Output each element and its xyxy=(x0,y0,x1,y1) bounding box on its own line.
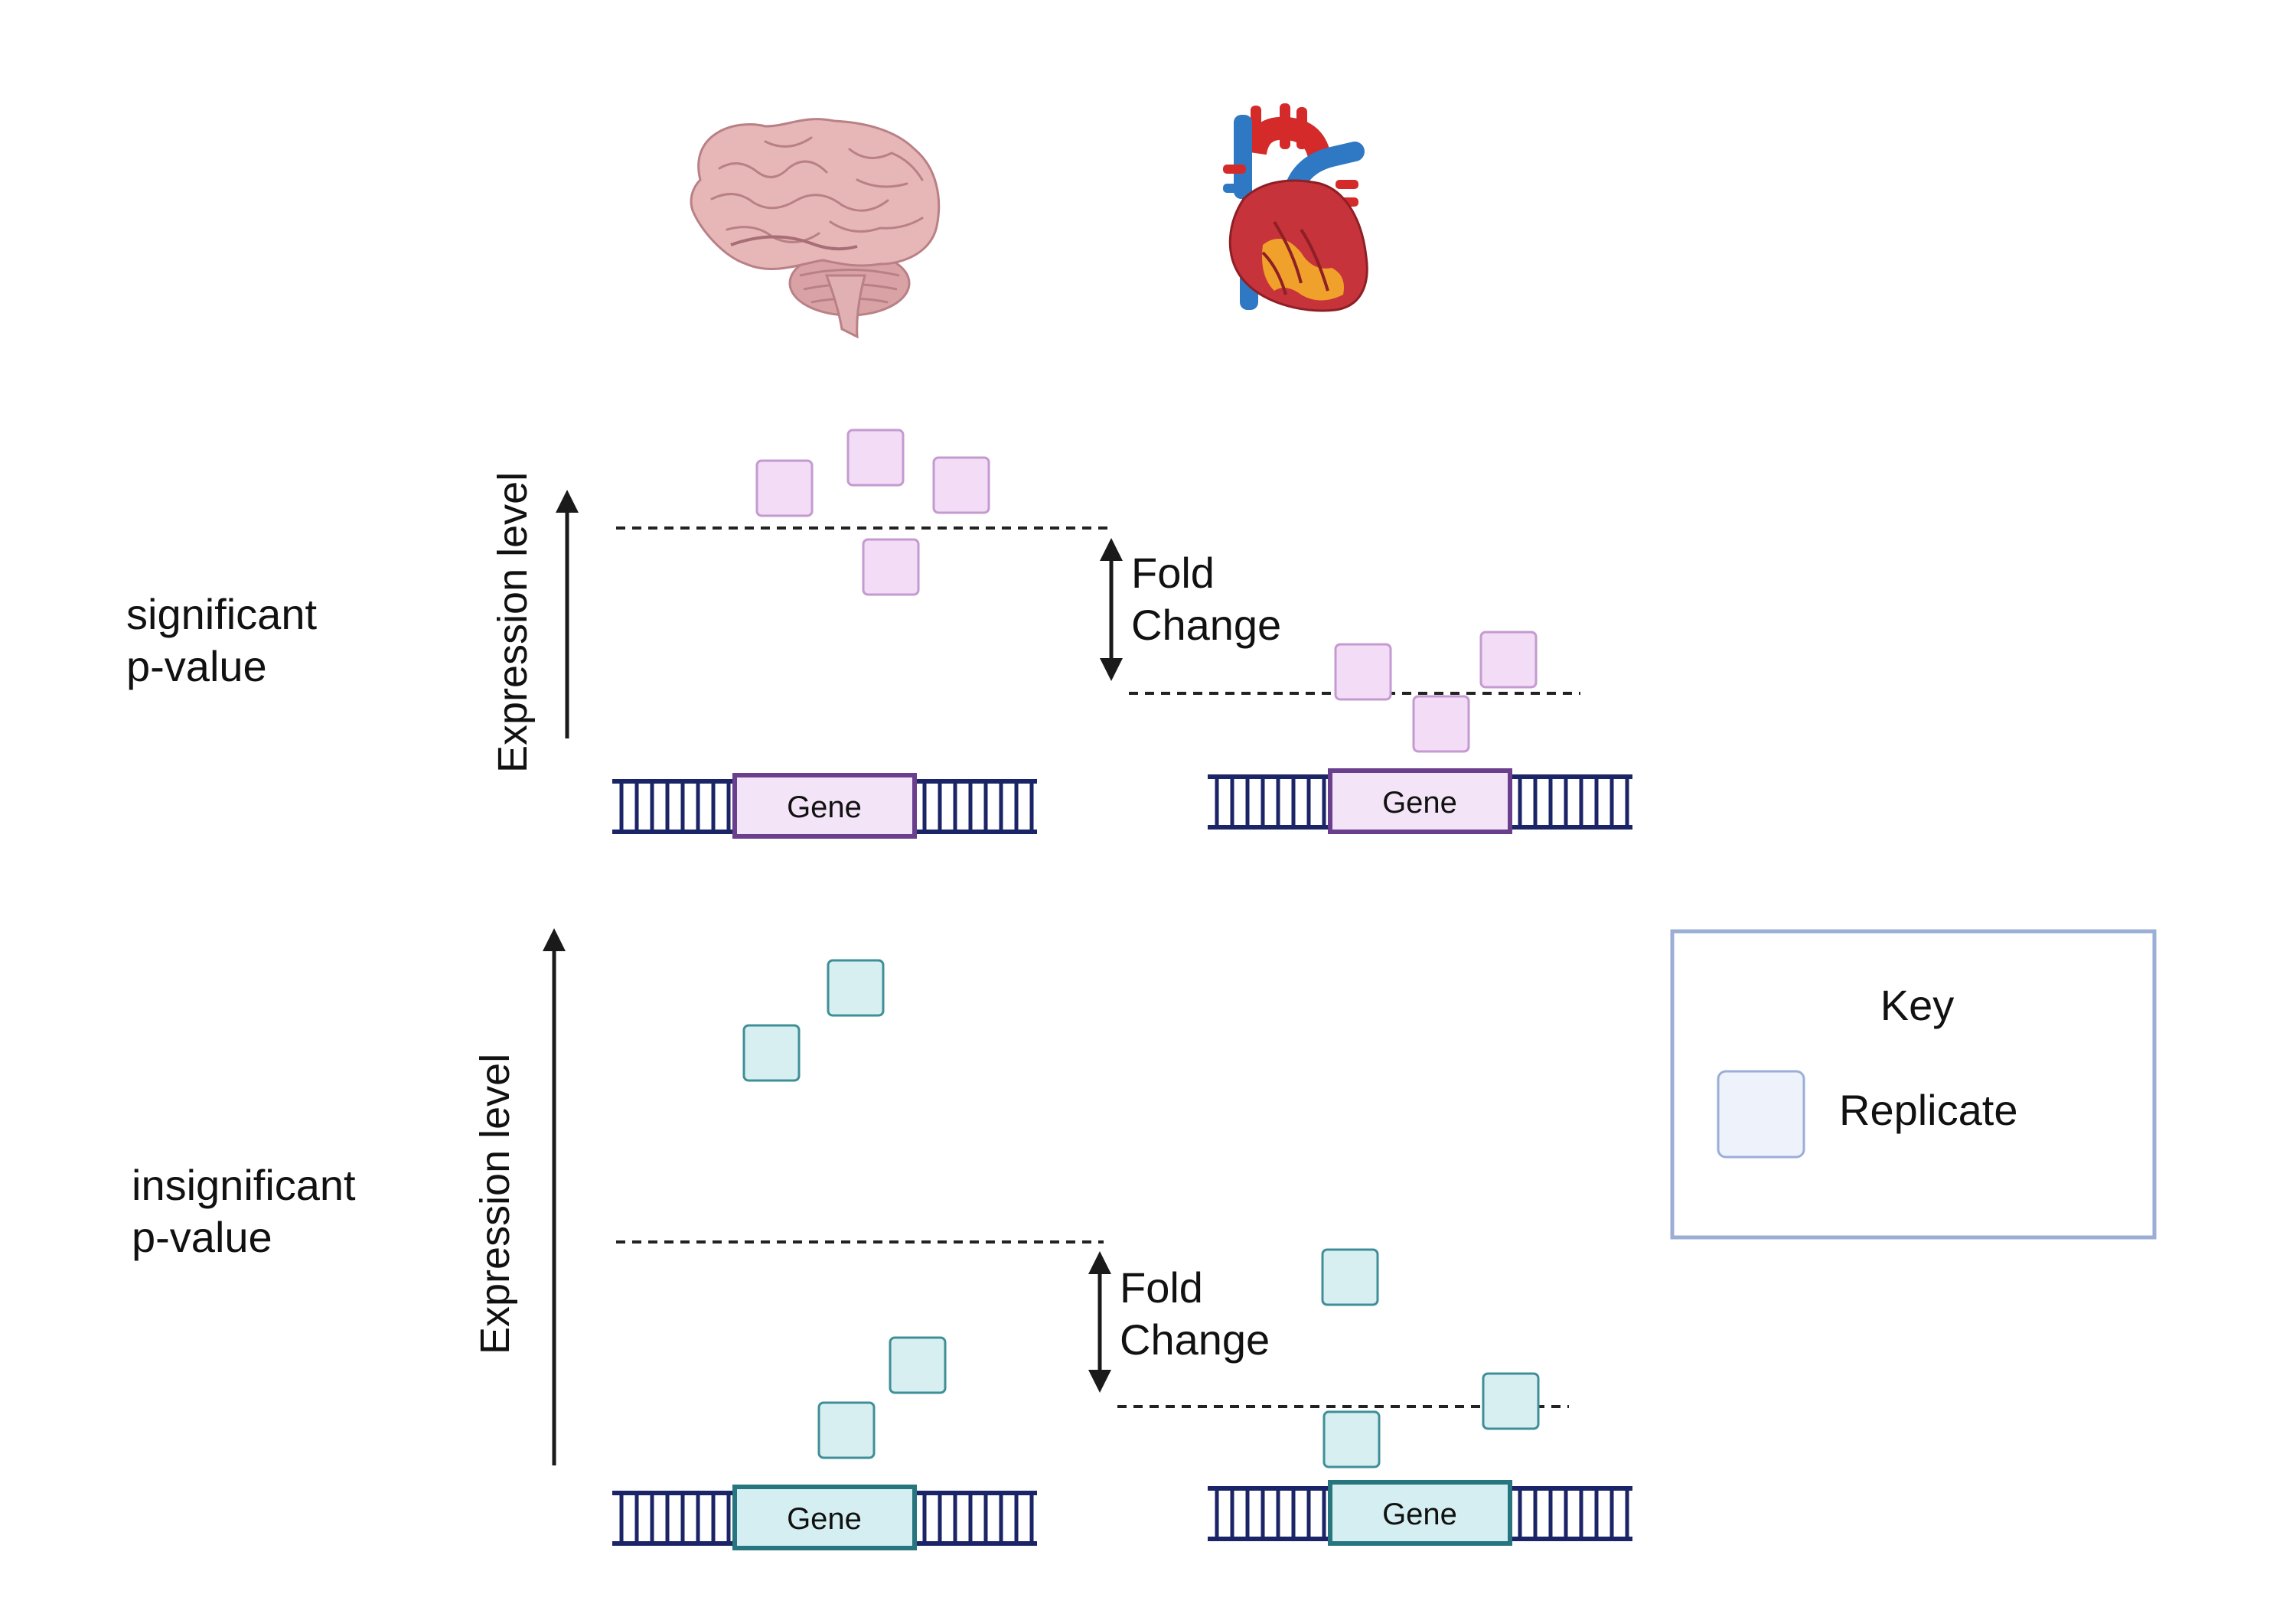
row-insignificant: insignificant p-value Expression level F… xyxy=(132,928,1632,1550)
gene-box xyxy=(732,773,917,839)
replicate xyxy=(1412,695,1470,753)
brain-stem xyxy=(824,274,866,339)
row-label-line1: insignificant xyxy=(132,1161,356,1209)
heart-illustration xyxy=(1223,103,1368,312)
dna-rungs xyxy=(619,1495,1034,1541)
dna-gene-left: Gene xyxy=(612,1485,1037,1550)
dna-rungs xyxy=(1215,779,1629,825)
replicate xyxy=(862,538,920,596)
fold-change-label-line1: Fold xyxy=(1131,549,1215,597)
replicate xyxy=(889,1336,947,1394)
fold-change-label-line2: Change xyxy=(1131,601,1281,649)
row-significant: significant p-value Expression level Fol… xyxy=(126,429,1632,839)
expression-axis-label: Expression level xyxy=(472,1054,518,1354)
brain-illustration xyxy=(690,118,941,339)
fold-change-label-line2: Change xyxy=(1120,1315,1270,1364)
legend-swatch xyxy=(1717,1070,1805,1159)
heart-vena-cava-top xyxy=(1234,115,1252,199)
gene-label: Gene xyxy=(787,790,862,824)
dna-gene-right: Gene xyxy=(1208,768,1632,834)
dna-rungs xyxy=(1215,1491,1629,1537)
heart-vessel-left-a xyxy=(1223,165,1246,174)
replicate xyxy=(1322,1410,1381,1468)
replicate xyxy=(932,456,990,514)
dna-rungs xyxy=(619,784,1034,830)
gene-box xyxy=(1328,768,1512,834)
row-label-line1: significant xyxy=(126,590,317,638)
gene-label: Gene xyxy=(1382,1498,1457,1531)
legend-title: Key xyxy=(1880,981,1955,1029)
replicate-group-heart xyxy=(1334,631,1538,753)
legend-item-label: Replicate xyxy=(1839,1086,2017,1134)
fold-change-label-line1: Fold xyxy=(1120,1263,1203,1312)
row-label-line2: p-value xyxy=(132,1213,272,1261)
replicate xyxy=(1479,631,1538,689)
replicate xyxy=(742,1024,801,1082)
replicate xyxy=(846,429,905,487)
replicate xyxy=(817,1401,876,1459)
dna-gene-right: Gene xyxy=(1208,1480,1632,1546)
legend-key: Key Replicate xyxy=(1670,929,2157,1240)
expression-axis-label: Expression level xyxy=(490,472,536,773)
gene-label: Gene xyxy=(787,1502,862,1536)
dna-gene-left: Gene xyxy=(612,773,1037,839)
replicate-group-brain xyxy=(755,429,990,596)
replicate xyxy=(1321,1248,1379,1306)
replicate-group-brain xyxy=(742,959,947,1459)
heart-aortic-arch xyxy=(1244,116,1332,163)
heart-vessel-left-b xyxy=(1223,184,1246,193)
brain-lateral-sulcus xyxy=(730,235,858,251)
row-label-line2: p-value xyxy=(126,642,267,690)
heart-vessel-right-a xyxy=(1336,180,1358,189)
gene-box xyxy=(1328,1480,1512,1546)
gene-label: Gene xyxy=(1382,786,1457,820)
replicate xyxy=(1334,643,1392,701)
heart-coronary-vessels xyxy=(1261,220,1329,295)
replicate xyxy=(827,959,885,1017)
gene-box xyxy=(732,1485,917,1550)
replicate xyxy=(1482,1372,1540,1430)
replicate xyxy=(755,459,814,517)
replicate-group-heart xyxy=(1321,1248,1540,1468)
